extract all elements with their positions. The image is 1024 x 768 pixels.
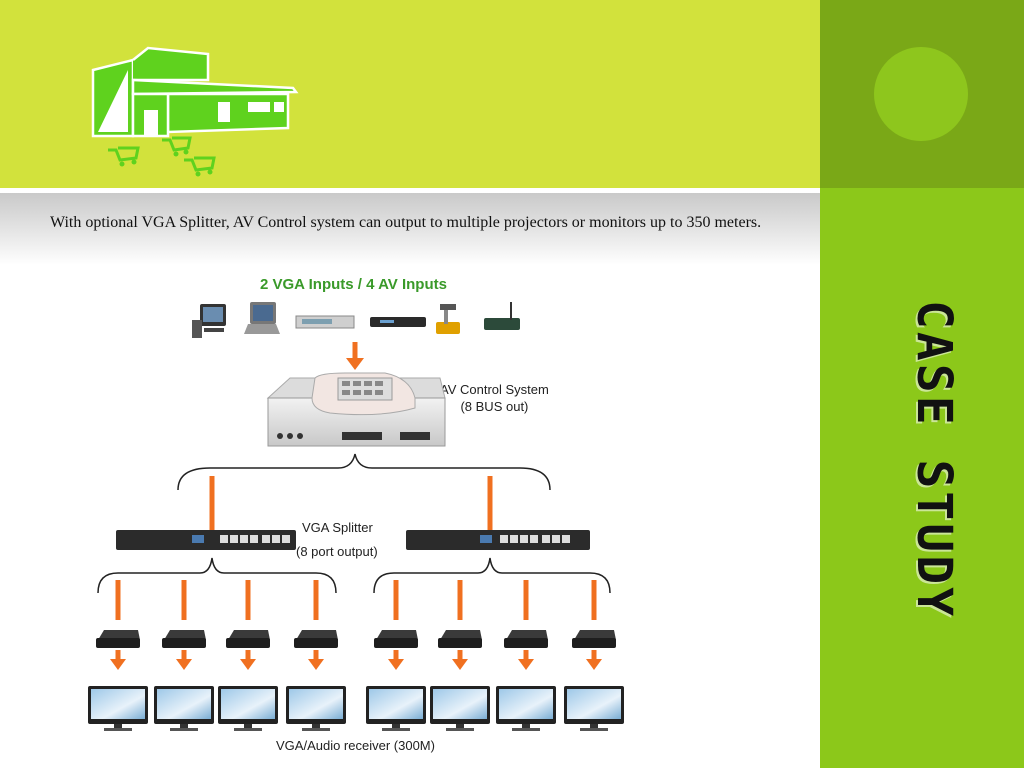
receiver-icon	[438, 630, 482, 648]
monitor-icon	[154, 686, 214, 731]
side-panel	[820, 188, 1024, 768]
av-control-system-icon	[266, 372, 446, 447]
monitor-icon	[564, 686, 624, 731]
vga-splitter-label: VGA Splitter	[302, 520, 373, 535]
av-device-icon	[295, 315, 355, 329]
header-divider	[0, 188, 820, 193]
caption-text: With optional VGA Splitter, AV Control s…	[50, 214, 762, 231]
projector-icon	[436, 304, 460, 334]
store-logo-icon	[91, 46, 299, 177]
receiver-icon	[374, 630, 418, 648]
monitor-icon	[218, 686, 278, 731]
receiver-icon	[226, 630, 270, 648]
laptop-icon	[244, 302, 280, 334]
slide-title: CASE STUDY	[906, 300, 962, 619]
monitor-icon	[286, 686, 346, 731]
monitor-icon	[88, 686, 148, 731]
vga-splitter-sub: (8 port output)	[296, 544, 378, 559]
receiver-label: VGA/Audio receiver (300M)	[276, 738, 435, 753]
av-control-bus: (8 BUS out)	[460, 399, 529, 414]
receiver-icon	[504, 630, 548, 648]
receiver-icon	[96, 630, 140, 648]
receiver-icon	[294, 630, 338, 648]
inputs-title: 2 VGA Inputs / 4 AV Inputs	[260, 276, 447, 293]
desktop-pc-icon	[192, 304, 226, 338]
vga-splitter-right-icon	[406, 530, 590, 550]
vga-splitter-left-icon	[116, 530, 296, 550]
receiver-icon	[572, 630, 616, 648]
dvd-player-icon	[370, 317, 426, 327]
system-diagram: 2 VGA Inputs / 4 AV Inputs AV Control Sy…	[80, 268, 640, 763]
monitor-icon	[430, 686, 490, 731]
wireless-router-icon	[484, 302, 520, 330]
av-control-label: AV Control System (8 BUS out)	[440, 381, 549, 415]
monitor-icon	[366, 686, 426, 731]
caption-band	[0, 193, 820, 265]
diagram-graphics	[88, 302, 624, 731]
av-control-name: AV Control System	[440, 382, 549, 397]
monitor-icon	[496, 686, 556, 731]
decorative-circle	[874, 47, 968, 141]
receiver-icon	[162, 630, 206, 648]
